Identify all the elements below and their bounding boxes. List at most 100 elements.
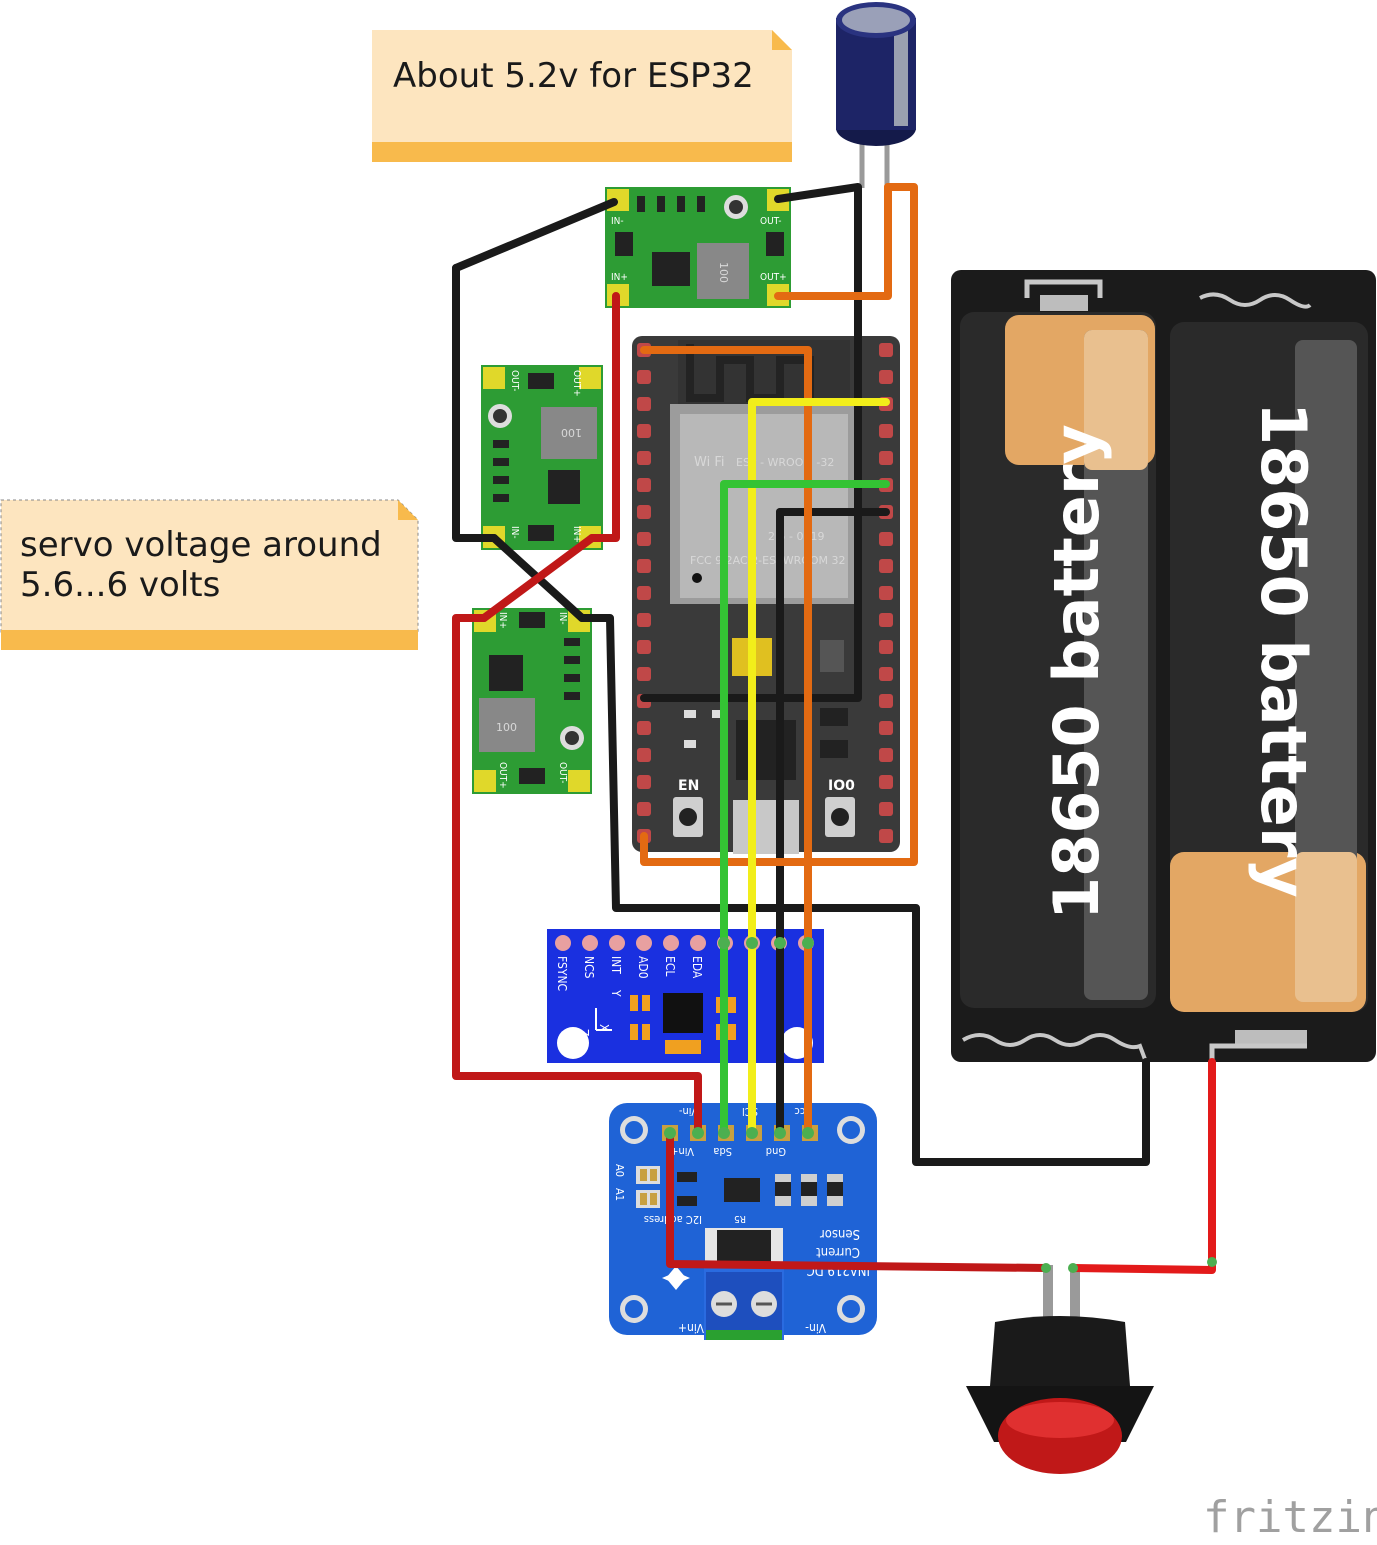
battery-cell-1-label: 18650 battery [1040, 424, 1113, 920]
buck1-in-minus: IN- [611, 216, 624, 227]
buck2-out-minus: OUT- [509, 370, 520, 392]
buck1-out-plus: OUT+ [760, 272, 787, 283]
battery-cell-2-label: 18650 battery [1247, 402, 1320, 898]
esp32-pin-left [637, 370, 651, 384]
ina-title-current: Current [816, 1244, 860, 1259]
esp32-pin-right [879, 829, 893, 843]
esp32-io0-label: IO0 [828, 778, 855, 794]
imu-pin [663, 935, 679, 951]
ina-bottom-vin-minus: Vin- [805, 1321, 826, 1335]
ina-top-vin-plus: Vin+ [670, 1145, 694, 1158]
servo-note-line1: servo voltage around [20, 525, 382, 565]
wire-yellow [748, 398, 890, 1137]
ina-bottom-vin-plus: Vin+ [678, 1321, 704, 1335]
esp32-pin-right [879, 451, 893, 465]
buck2-out-plus: OUT+ [571, 370, 582, 397]
wire-red [452, 292, 1216, 1274]
imu-pin [555, 935, 571, 951]
esp32-smd-parts [684, 708, 848, 758]
imu-pin [609, 935, 625, 951]
adafruit-logo-icon [662, 1266, 690, 1290]
imu-pin-fsync: FSYNC [555, 956, 569, 991]
buck3-in-plus: IN+ [497, 612, 508, 629]
fritzing-watermark: fritzing [1203, 1492, 1377, 1543]
en-button[interactable] [673, 797, 703, 837]
esp32-pin-right [879, 424, 893, 438]
esp32-board: Wi Fi ESP - WROOM -32 2 5 - 0519 FCC 9 2… [632, 336, 900, 854]
imu-axis-x: X [597, 1024, 611, 1032]
esp32-pin-left [637, 397, 651, 411]
esp32-pin-left [637, 451, 651, 465]
imu-axis-y: Y [609, 989, 623, 997]
buck1-inductor-label: 100 [717, 262, 730, 283]
servo-note-line2: 5.6...6 volts [20, 565, 220, 605]
imu-pin-ecl: ECL [663, 956, 677, 976]
buck2-inductor-label: 100 [561, 426, 582, 439]
esp32-pin-left [637, 424, 651, 438]
esp32-pin-left [637, 505, 651, 519]
imu-pin-eda: EDA [690, 956, 704, 979]
imu-pin-int: INT [609, 956, 623, 974]
buck3-out-plus: OUT+ [497, 762, 508, 789]
ina-r5: R5 [734, 1213, 746, 1224]
imu-pin-ad0: AD0 [636, 956, 650, 979]
esp32-wifi-label: Wi Fi [694, 455, 724, 470]
ina-title-sensor: Sensor [820, 1226, 860, 1241]
esp32-pin-left [637, 559, 651, 573]
esp32-pin-right [879, 586, 893, 600]
esp32-pin-left [637, 613, 651, 627]
ina-a1: A1 [613, 1188, 626, 1201]
esp32-pin-right [879, 721, 893, 735]
buck3-out-minus: OUT- [557, 762, 568, 784]
ina-top-gnd: Gnd [766, 1145, 786, 1158]
esp32-en-label: EN [678, 778, 699, 794]
esp-voltage-note-text: About 5.2v for ESP32 [393, 56, 754, 96]
esp32-pin-left [637, 748, 651, 762]
electrolytic-capacitor [836, 2, 916, 188]
ina219-current-sensor: Vin+ Sda Gnd Vin- SCl Vcc A0 A1 I2C addr… [609, 1103, 877, 1340]
esp32-pin-left [637, 586, 651, 600]
wire-orange [640, 183, 918, 1137]
io0-button[interactable] [825, 797, 855, 837]
esp32-fcc-label: FCC 9 2AC 2-ESPWROOM 32 [690, 554, 846, 567]
buck-converter-esp: IN- IN+ OUT- OUT+ 100 [605, 187, 791, 308]
buck1-out-minus: OUT- [760, 216, 782, 227]
esp32-pin-right [879, 343, 893, 357]
buck-converter-servo-2: IN+ IN- OUT+ OUT- 100 [472, 608, 592, 794]
esp32-pin-right [879, 532, 893, 546]
battery-holder: 18650 battery 18650 battery [951, 270, 1376, 1063]
imu-pin [636, 935, 652, 951]
buck3-in-minus: IN- [557, 612, 568, 625]
esp32-pin-right [879, 640, 893, 654]
imu-pin-ncs: NCS [582, 956, 596, 979]
esp32-pin-right [879, 370, 893, 384]
esp32-pin-right [879, 559, 893, 573]
esp32-pin-right [879, 748, 893, 762]
esp32-pin-left [637, 640, 651, 654]
ina-top-vin-minus: Vin- [678, 1105, 698, 1118]
esp32-pin-right [879, 613, 893, 627]
imu-pin [690, 935, 706, 951]
esp32-pin-left [637, 775, 651, 789]
power-push-button[interactable] [966, 1265, 1154, 1474]
buck2-in-plus: IN+ [571, 526, 582, 543]
esp32-pin-right [879, 694, 893, 708]
esp32-pin-right [879, 775, 893, 789]
esp32-pin-left [637, 721, 651, 735]
ina-top-sda: Sda [713, 1145, 732, 1158]
buck3-inductor-label: 100 [496, 721, 517, 734]
wire-endpoints [664, 937, 1217, 1273]
esp32-pin-left [637, 667, 651, 681]
servo-voltage-note: servo voltage around 5.6...6 volts [0, 499, 419, 650]
wire-green [720, 480, 890, 1137]
battery-cell-1: 18650 battery [960, 312, 1156, 1008]
esp32-pin-left [637, 802, 651, 816]
esp32-pin-left [637, 478, 651, 492]
imu-pin [582, 935, 598, 951]
esp32-pin-right [879, 802, 893, 816]
buck-converter-servo-1: OUT- OUT+ IN- IN+ 100 [481, 365, 603, 550]
buck1-in-plus: IN+ [611, 272, 628, 283]
esp32-pin-right [879, 667, 893, 681]
ina-a0: A0 [613, 1164, 626, 1177]
